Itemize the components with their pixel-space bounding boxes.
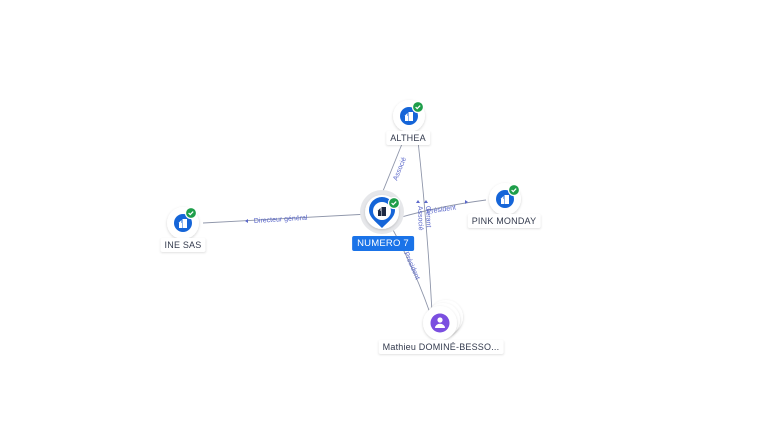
edge-label-president-person: Président [402,251,420,281]
check-icon [188,211,194,216]
edge-president-pink [397,199,487,219]
company-icon [404,112,413,121]
edge-associe-person [416,131,433,313]
node-label-ine-sas[interactable]: INE SAS [160,238,206,252]
edge-label-associe-person: Associé [416,206,424,231]
check-icon [391,201,397,206]
edge-label-gerant: Gérant [424,206,432,228]
node-label-person[interactable]: Mathieu DOMINÉ-BESSO... [378,340,504,354]
node-numero-7[interactable] [360,190,404,234]
arrow-gerant [424,200,428,203]
node-pink-monday[interactable] [489,183,521,215]
node-althea[interactable] [393,100,425,132]
edge-label-directeur-general: Directeur général [254,215,308,225]
edge-label-president-pink: Président [426,204,456,216]
check-icon [415,105,421,110]
arrow-associe-person [416,200,420,203]
person-icon [435,317,445,328]
company-icon [500,195,509,204]
arrow-directeur-general [245,219,248,223]
node-person[interactable] [423,300,463,340]
node-label-pink-monday[interactable]: PINK MONDAY [467,214,541,228]
company-icon [178,219,187,228]
edge-label-associe-althea: Associé [392,156,408,181]
edge-directeur-general [202,213,370,224]
node-label-althea[interactable]: ALTHEA [386,131,430,145]
node-ine-sas[interactable] [167,206,199,239]
node-label-numero-7[interactable]: NUMERO 7 [352,236,414,251]
check-icon [511,188,517,193]
arrow-president-pink [465,200,468,204]
company-icon [377,207,386,216]
